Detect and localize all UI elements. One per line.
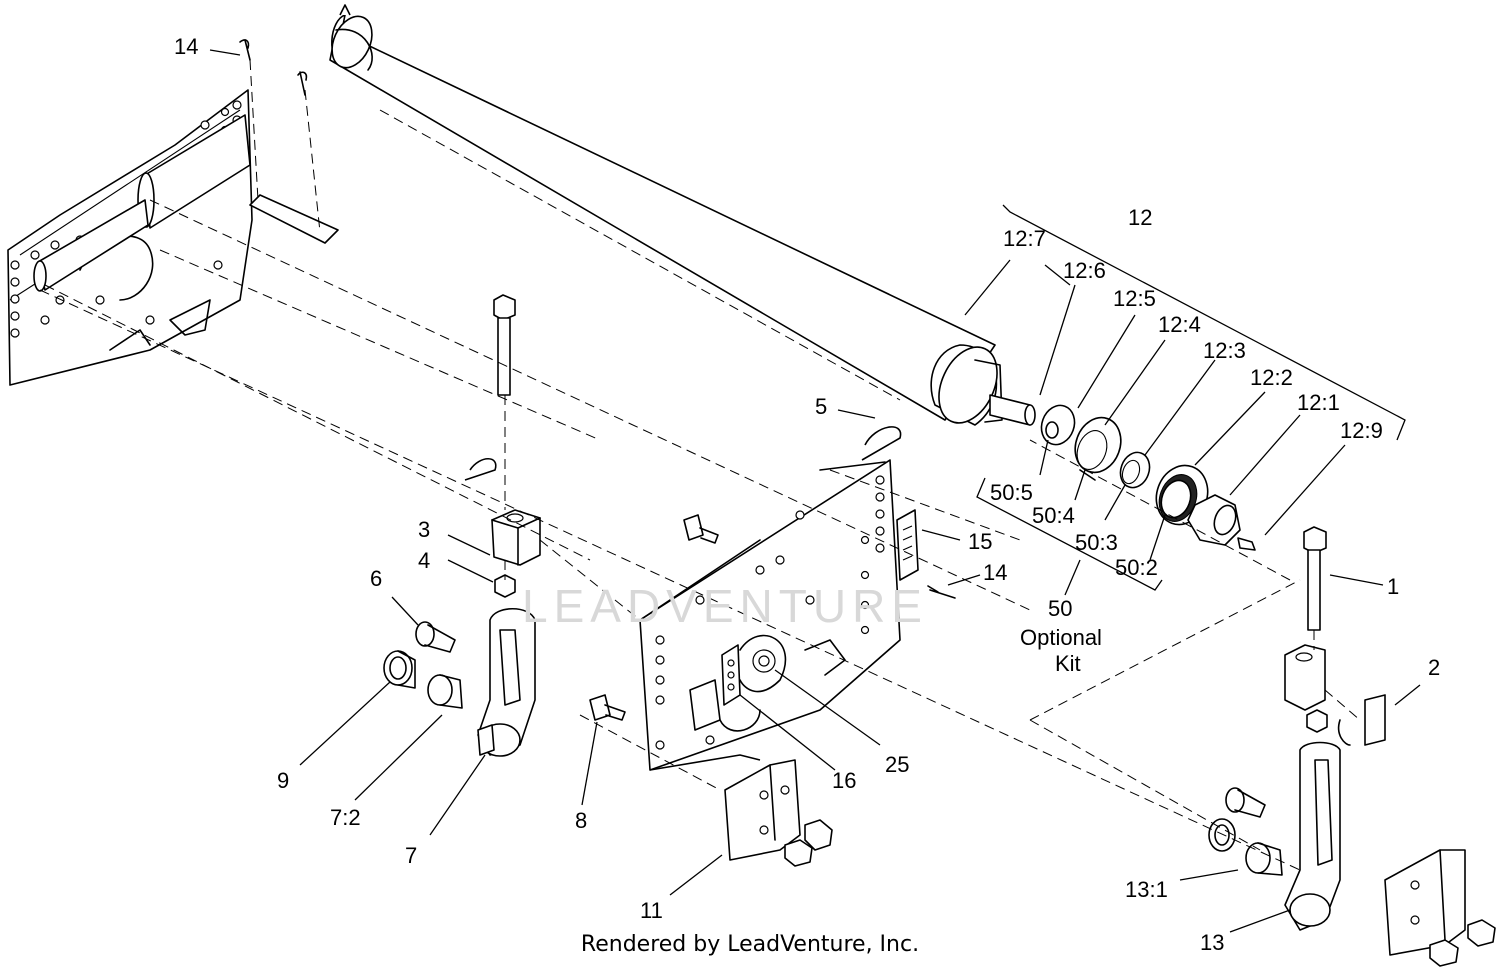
callout-12-5: 12:5 [1113,286,1156,311]
callout-50-2: 50:2 [1115,555,1158,580]
callout-50-kit: Kit [1055,651,1081,676]
callout-11: 11 [640,898,663,923]
callout-15: 15 [968,529,992,554]
callout-6: 6 [370,566,382,591]
nut-right [1306,709,1328,733]
center-frame [639,459,901,771]
callout-7: 7 [405,843,417,868]
nuts-right [1429,919,1496,967]
callout-14-lower: 14 [983,560,1007,585]
callout-13-1: 13:1 [1125,877,1168,902]
callout-2: 2 [1428,655,1440,680]
callout-13: 13 [1200,930,1224,955]
callout-3: 3 [418,517,430,542]
watermark: LEADVENTURE [522,580,928,632]
dashed-lines [39,59,1361,871]
callout-50-4: 50:4 [1032,503,1075,528]
callout-50-5: 50:5 [990,480,1033,505]
callout-5: 5 [815,394,827,419]
arm-7 [477,608,536,757]
arm-13 [1284,741,1341,931]
callout-50-3: 50:3 [1075,530,1118,555]
callout-12: 12 [1128,205,1152,230]
callout-12-4: 12:4 [1158,312,1201,337]
callout-9: 9 [277,768,289,793]
nuts-11 [784,819,833,867]
pin-2 [1337,694,1386,746]
hairpin-left [464,457,497,481]
footer-text: Rendered by LeadVenture, Inc. [580,932,920,957]
bolt-right-lower [1225,787,1266,818]
decal-16 [721,644,741,706]
bracket-12 [1002,204,1406,441]
callout-1: 1 [1387,574,1399,599]
bracket-11 [724,759,801,861]
decal-15 [896,509,919,581]
spacer-7-2 [427,674,463,709]
callout-8: 8 [575,808,587,833]
bushing-9 [383,650,416,689]
bolt-6 [415,621,456,653]
bolt-left-vertical [493,294,516,396]
roller [329,4,1036,426]
bracket-50 [976,477,1163,591]
callout-12-6: 12:6 [1063,258,1106,283]
pin-14-lower [927,585,956,599]
bracket-right [1384,849,1466,956]
footer-credit: Rendered by LeadVenture, Inc. [0,932,1500,957]
callout-25: 25 [885,752,909,777]
block-3 [491,509,541,566]
leader-lines [209,49,1421,933]
bolt-center [683,514,719,544]
nut-4 [494,574,516,598]
callout-4: 4 [418,548,430,573]
callout-16: 16 [832,768,856,793]
callout-12-9: 12:9 [1340,418,1383,443]
callout-12-3: 12:3 [1203,338,1246,363]
callout-12-2: 12:2 [1250,365,1293,390]
hairpin-5 [861,426,902,461]
callouts: 14 12 12:7 12:6 12:5 12:4 12:3 12:2 12:1… [174,34,1440,955]
bolt-8 [589,694,626,721]
left-shaft [33,114,251,292]
bushing-13-1 [1208,818,1283,876]
bolt-1 [1303,526,1327,631]
callout-7-2: 7:2 [330,805,361,830]
callout-12-1: 12:1 [1297,390,1340,415]
callout-50: 50 [1048,596,1072,621]
block-right [1284,644,1326,711]
clip-14-top [239,39,339,244]
callout-12-7: 12:7 [1003,226,1046,251]
callout-14-top: 14 [174,34,198,59]
callout-50-optional: Optional [1020,625,1102,650]
